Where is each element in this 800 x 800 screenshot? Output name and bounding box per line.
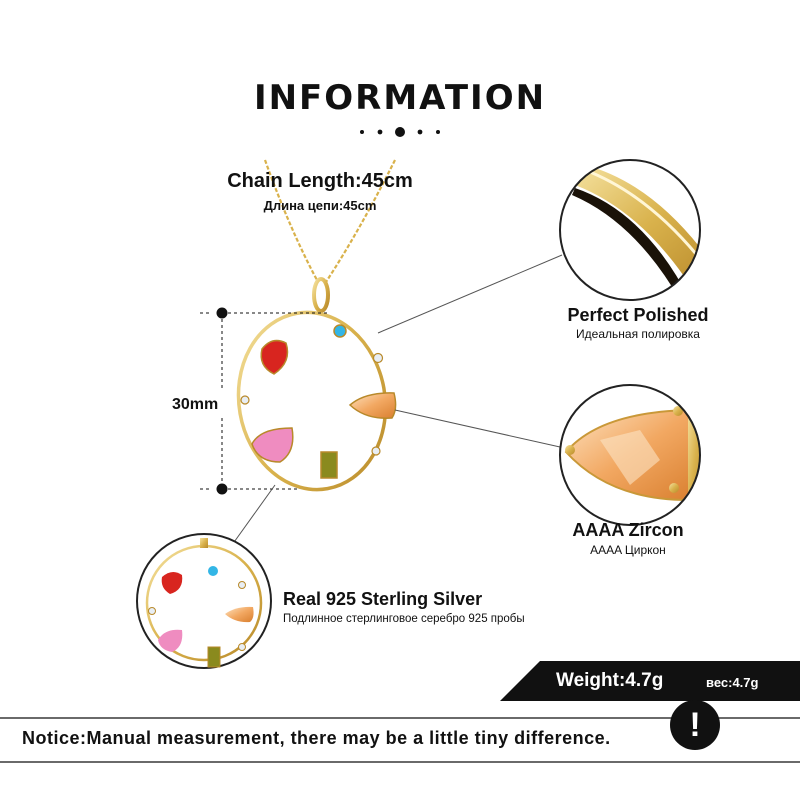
feature-silver-label: Real 925 Sterling Silver — [283, 589, 483, 609]
clear-stone — [372, 352, 384, 364]
leader-line — [377, 254, 563, 334]
polished-detail — [560, 160, 700, 300]
dot-icon — [377, 129, 383, 135]
dot-icon — [395, 127, 405, 137]
feature-zircon-label: AAAA Zircon — [572, 520, 684, 540]
dimension-point — [216, 483, 228, 495]
zircon-detail — [560, 385, 700, 525]
dimension-label: 30mm — [172, 396, 219, 413]
silver-detail — [136, 533, 272, 669]
feature-polished-label-ru: Идеальная полировка — [576, 327, 700, 341]
weight-bar-shape — [500, 661, 800, 701]
pink-stone — [251, 427, 294, 463]
dot-icon — [360, 130, 364, 134]
dot-icon — [436, 130, 440, 134]
weight-label-ru: вес:4.7g — [706, 675, 759, 690]
exclamation-icon: ! — [670, 700, 720, 750]
weight-label: Weight:4.7g — [556, 670, 664, 691]
feature-zircon-label-ru: AAAA Циркон — [590, 543, 666, 557]
clear-stone — [371, 446, 381, 456]
dimension-point — [216, 307, 228, 319]
ruby-stone — [260, 339, 289, 375]
chain — [263, 159, 396, 283]
dots-divider — [360, 127, 440, 137]
page-title: INFORMATION — [253, 78, 547, 118]
dimension-marker — [200, 312, 330, 490]
leader-line — [231, 484, 276, 546]
chain-length-label-ru: Длина цепи:45cm — [263, 198, 377, 213]
leader-line — [394, 409, 561, 448]
pendant-bail — [312, 277, 330, 313]
champagne-stone — [348, 392, 397, 419]
dot-icon — [417, 129, 423, 135]
feature-polished-label: Perfect Polished — [567, 305, 709, 325]
clear-stone — [240, 395, 250, 405]
feature-silver-label-ru: Подлинное стерлинговое серебро 925 пробы — [283, 613, 525, 625]
olive-stone — [320, 451, 338, 479]
notice-text: Notice:Manual measurement, there may be … — [22, 728, 611, 748]
chain-length-label: Chain Length:45cm — [227, 170, 413, 192]
aqua-stone — [333, 324, 347, 338]
